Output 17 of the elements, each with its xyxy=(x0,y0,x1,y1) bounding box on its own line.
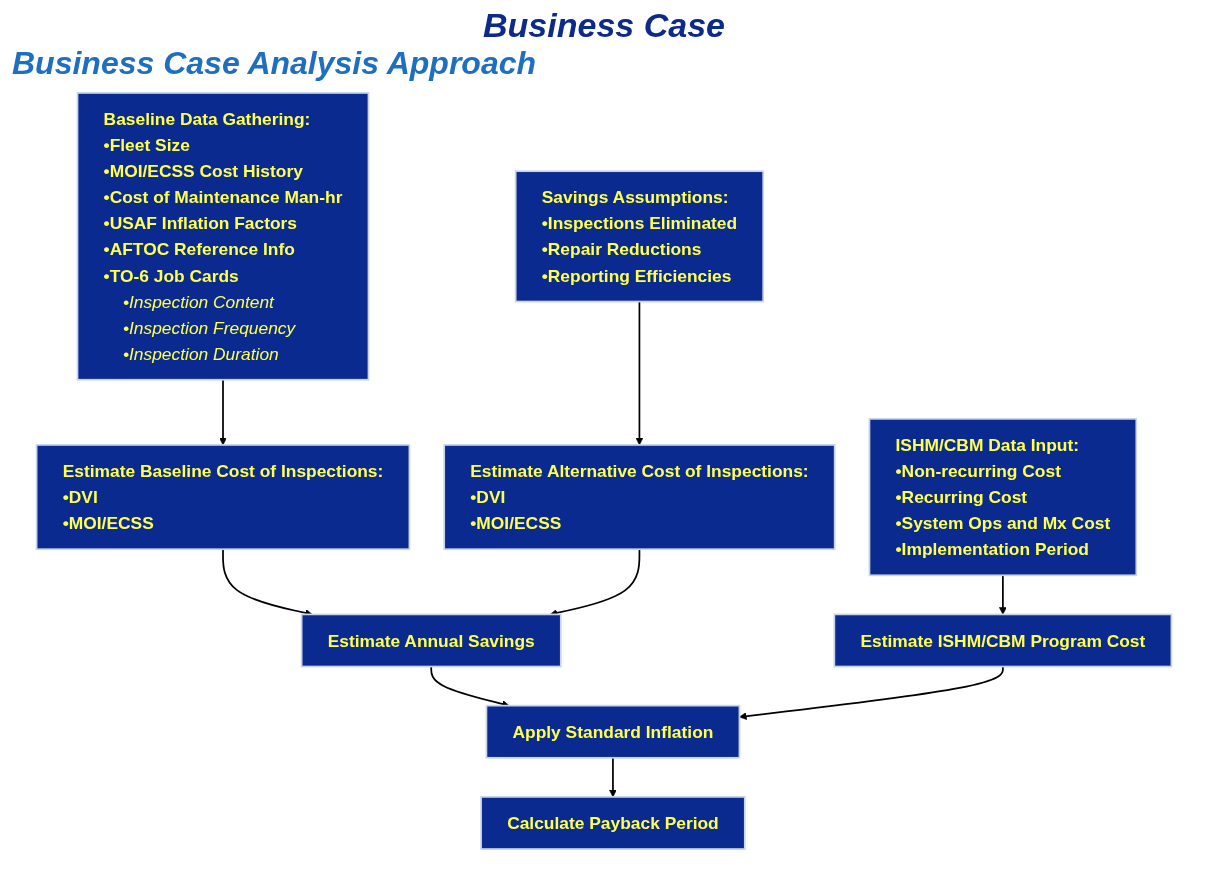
arrow xyxy=(609,756,617,798)
title: Business Case xyxy=(482,6,726,45)
arrow xyxy=(219,378,227,446)
node-box: Estimate Annual Savings xyxy=(300,613,562,668)
subtitle: Business Case Analysis Approach xyxy=(12,45,538,82)
arrow xyxy=(549,548,641,617)
arrow xyxy=(635,300,644,446)
node-box: Savings Assumptions: •Inspections Eliminated •Repair Reductions •Reporting Efficiencies xyxy=(514,170,765,303)
node-box: Apply Standard Inflation xyxy=(485,704,741,759)
node-box: Calculate Payback Period xyxy=(480,796,746,850)
node-box: Estimate Alternative Cost of Inspections: •DVI •MOI/ECSS xyxy=(443,444,836,551)
node-box: Baseline Data Gathering: •Fleet Size •MOI/ECSS Cost History •Cost of Maintenance Man-hr •USAF Inflation Factors •AFTOC Reference Info •TO-6 Job Cards •Inspection Content •Inspection Frequency •Inspection Duration xyxy=(76,92,370,381)
node-box: Estimate Baseline Cost of Inspections: •DVI •MOI/ECSS xyxy=(35,444,411,551)
node-box: ISHM/CBM Data Input: •Non-recurring Cost •Recurring Cost •System Ops and Mx Cost •Implementation Period xyxy=(868,418,1138,577)
arrow xyxy=(999,574,1007,615)
node-box: Estimate ISHM/CBM Program Cost xyxy=(833,613,1173,668)
arrow xyxy=(739,665,1004,720)
